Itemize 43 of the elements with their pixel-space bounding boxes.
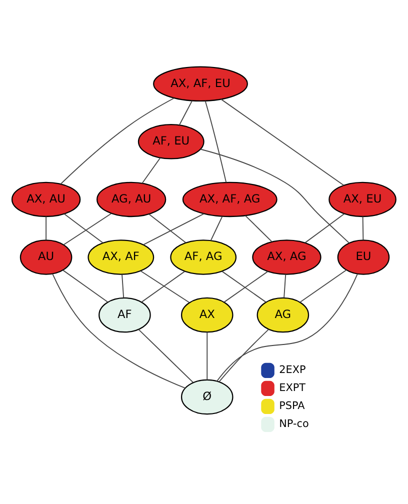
node-ellipse: AX, AF, EU bbox=[153, 66, 248, 101]
node-ellipse: AF, EU bbox=[138, 124, 204, 159]
connector bbox=[122, 273, 124, 298]
legend-label: NP-co bbox=[279, 418, 309, 430]
legend-label: EXPT bbox=[279, 382, 306, 394]
connector bbox=[138, 328, 194, 382]
node-ellipse: AG, AU bbox=[96, 181, 166, 217]
connector bbox=[62, 269, 108, 302]
connector bbox=[220, 98, 344, 186]
legend-label: PSPA bbox=[279, 400, 305, 412]
connector bbox=[52, 272, 186, 388]
connector bbox=[244, 214, 272, 242]
connector bbox=[64, 212, 104, 243]
connector bbox=[206, 331, 208, 380]
node-ellipse: AX, AF bbox=[88, 239, 154, 274]
connector bbox=[143, 212, 204, 245]
connector bbox=[300, 269, 347, 302]
connector bbox=[204, 100, 227, 182]
node-ellipse: AX, AG bbox=[252, 239, 322, 274]
connector bbox=[284, 273, 286, 298]
node-ellipse: AX, AF, AG bbox=[182, 181, 278, 217]
connector bbox=[148, 213, 186, 243]
connector bbox=[210, 216, 223, 240]
node-ellipse: AX, EU bbox=[328, 181, 396, 217]
connector bbox=[304, 212, 345, 243]
connector bbox=[200, 148, 350, 244]
node-ellipse: EU bbox=[337, 239, 390, 274]
connector bbox=[142, 156, 161, 184]
node-ellipse: Ø bbox=[180, 378, 234, 414]
node-ellipse: AG bbox=[256, 296, 310, 332]
connector bbox=[362, 216, 364, 240]
node-ellipse: AF bbox=[98, 296, 151, 332]
node-ellipse: AF, AG bbox=[170, 239, 237, 274]
connector bbox=[178, 100, 193, 125]
connector bbox=[216, 273, 358, 382]
node-ellipse: AX, AU bbox=[11, 181, 81, 217]
node-ellipse: AU bbox=[20, 239, 72, 274]
connector bbox=[218, 328, 270, 382]
legend-label: 2EXP bbox=[279, 364, 306, 376]
connector bbox=[63, 212, 112, 245]
connector bbox=[60, 97, 175, 184]
connector bbox=[46, 216, 47, 240]
node-ellipse: AX bbox=[180, 296, 234, 332]
